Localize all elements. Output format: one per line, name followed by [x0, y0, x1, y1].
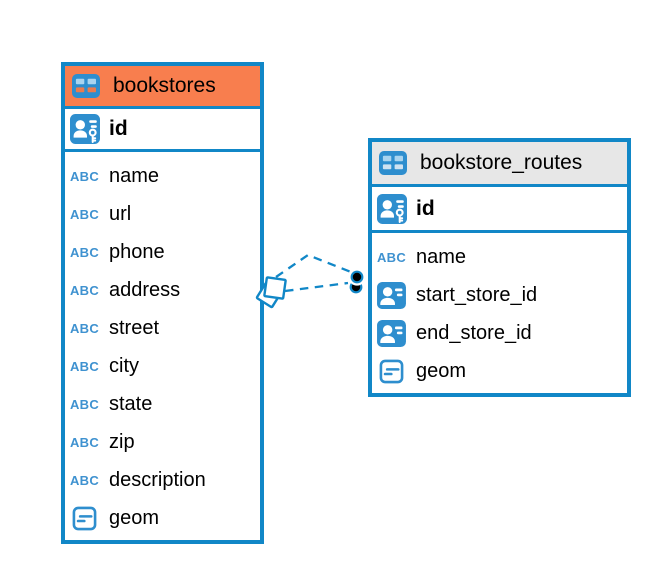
primary-key-row[interactable]: id	[372, 187, 627, 233]
column-row[interactable]: end_store_id	[372, 314, 627, 352]
column-list: ABC name ABC url ABC phone ABC address A…	[65, 152, 260, 537]
text-type-icon: ABC	[69, 244, 100, 260]
column-row[interactable]: ABC name	[372, 238, 627, 276]
column-row[interactable]: ABC state	[65, 385, 260, 423]
column-row[interactable]: geom	[65, 499, 260, 537]
column-row[interactable]: ABC zip	[65, 423, 260, 461]
column-name: geom	[416, 359, 467, 382]
text-type-icon: ABC	[69, 320, 100, 336]
relationship-line-2[interactable]	[284, 281, 349, 293]
column-name: id	[416, 196, 435, 220]
relationship-line-1[interactable]	[275, 253, 352, 278]
column-name: start_store_id	[416, 283, 538, 306]
text-type-icon: ABC	[69, 472, 100, 488]
foreign-key-icon	[377, 282, 406, 309]
foreign-key-icon	[377, 320, 406, 347]
column-row[interactable]: ABC url	[65, 195, 260, 233]
column-name: url	[109, 202, 132, 225]
table-icon	[379, 151, 407, 175]
text-type-icon: ABC	[69, 168, 100, 184]
text-type-icon: ABC	[69, 282, 100, 298]
column-name: address	[109, 278, 181, 301]
column-row[interactable]: ABC street	[65, 309, 260, 347]
relationship-dot-halo	[348, 268, 366, 286]
table-title: bookstores	[113, 74, 216, 97]
text-type-icon: ABC	[69, 396, 100, 412]
column-name: description	[109, 468, 206, 491]
geometry-type-icon	[379, 359, 404, 384]
table-bookstore-routes[interactable]: bookstore_routes id ABC name start_store…	[368, 138, 631, 397]
text-type-icon: ABC	[69, 434, 100, 450]
primary-key-row[interactable]: id	[65, 109, 260, 152]
primary-key-icon	[70, 114, 100, 144]
text-type-icon: ABC	[376, 249, 407, 265]
column-name: geom	[109, 506, 160, 529]
column-name: name	[109, 164, 160, 187]
column-row[interactable]: geom	[372, 352, 627, 390]
table-header-bookstore-routes[interactable]: bookstore_routes	[372, 142, 627, 187]
column-name: phone	[109, 240, 165, 263]
relationship-dot-marker	[350, 270, 364, 284]
relationship-squares-marker	[263, 276, 287, 300]
column-row[interactable]: ABC description	[65, 461, 260, 499]
primary-key-icon	[377, 194, 407, 224]
column-row[interactable]: ABC name	[65, 157, 260, 195]
column-row[interactable]: start_store_id	[372, 276, 627, 314]
relationship-dot-marker	[349, 280, 363, 294]
column-name: street	[109, 316, 160, 339]
column-name: state	[109, 392, 153, 415]
column-name: zip	[109, 430, 135, 453]
text-type-icon: ABC	[69, 206, 100, 222]
geometry-type-icon	[72, 506, 97, 531]
column-row[interactable]: ABC phone	[65, 233, 260, 271]
text-type-icon: ABC	[69, 358, 100, 374]
column-name: name	[416, 245, 467, 268]
table-bookstores[interactable]: bookstores id ABC name ABC url ABC phone…	[61, 62, 264, 544]
table-title: bookstore_routes	[420, 151, 583, 174]
table-icon	[72, 74, 100, 98]
table-header-bookstores[interactable]: bookstores	[65, 66, 260, 109]
column-name: id	[109, 117, 128, 140]
column-row[interactable]: ABC address	[65, 271, 260, 309]
column-name: city	[109, 354, 139, 377]
column-list: ABC name start_store_id end_store_id geo…	[372, 233, 627, 390]
column-row[interactable]: ABC city	[65, 347, 260, 385]
column-name: end_store_id	[416, 321, 532, 344]
